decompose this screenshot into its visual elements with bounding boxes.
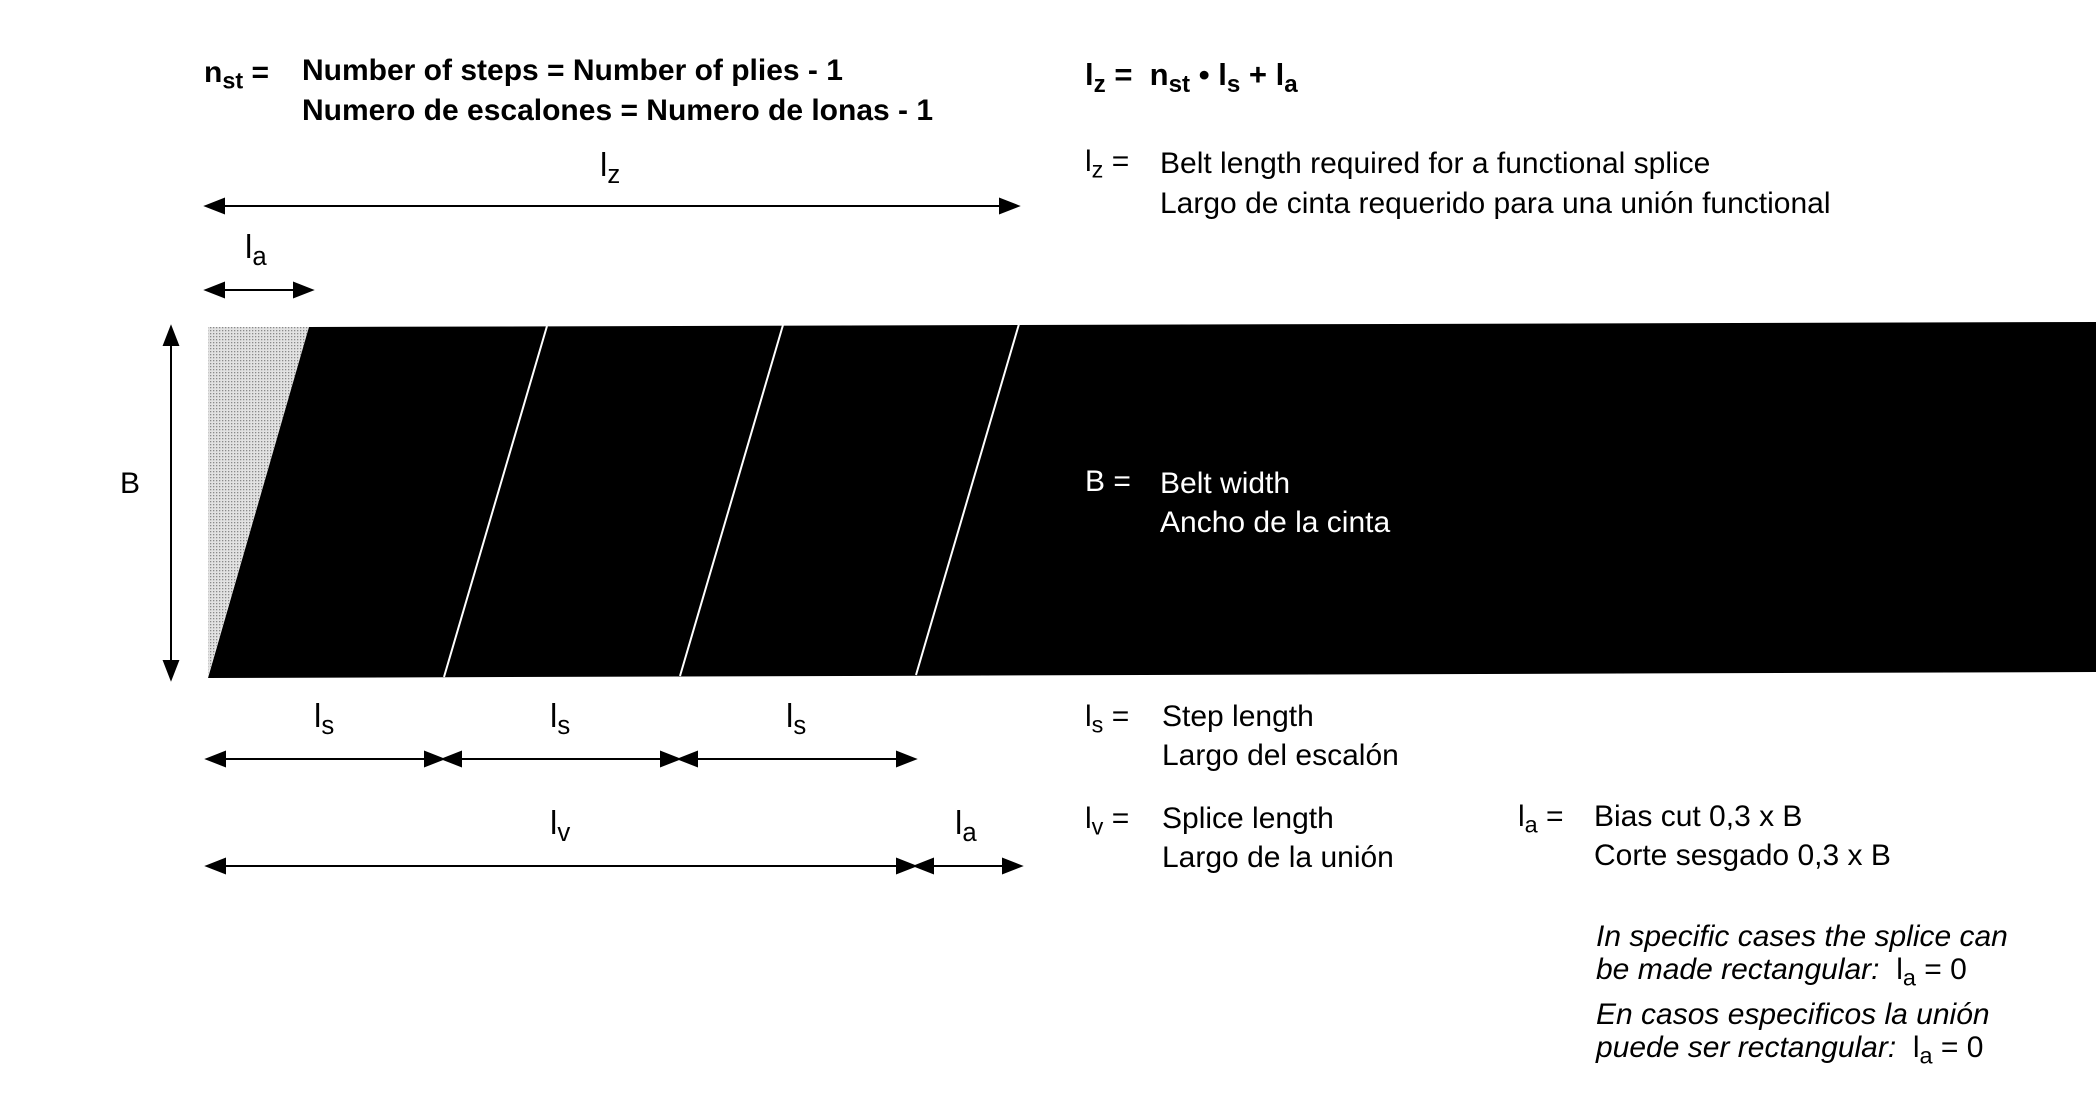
lv-def-en: Splice length [1162,802,1334,835]
b-label: B [120,467,141,500]
nst-symbol: nst = [204,56,269,94]
lz-def-es: Largo de cinta requerido para una unión … [1160,187,1831,220]
ls-label-1: ls [314,697,335,741]
b-dimension-arrow [162,324,180,682]
lz-def-en: Belt length required for a functional sp… [1160,147,1711,180]
ls-def-symbol: ls = [1085,700,1130,738]
ls-def-es: Largo del escalón [1162,739,1399,772]
la-bottom-dimension-arrow [912,857,1024,875]
la-def-symbol: la = [1518,800,1564,838]
note-es-line-2: puede ser rectangular: la = 0 [1596,1031,1984,1069]
ls-def-en: Step length [1162,700,1314,733]
lv-label: lv [550,804,571,848]
lz-label: lz [600,146,621,190]
nst-definition-en: Number of steps = Number of plies - 1 [302,54,843,87]
nst-definition-es: Numero de escalones = Numero de lonas - … [302,94,934,127]
belt-body [208,322,2096,678]
note-en-line-2: be made rectangular: la = 0 [1596,953,1967,991]
lz-def-symbol: lz = [1085,145,1130,183]
lv-def-symbol: lv = [1085,802,1130,840]
lv-def-es: Largo de la unión [1162,841,1394,874]
la-bottom-label: la [955,804,977,848]
la-label: la [245,228,267,272]
b-def-symbol: B = [1085,465,1131,498]
step-line-2 [679,324,784,677]
ls-dimension-arrow-1 [204,750,446,768]
ls-label-2: ls [550,697,571,741]
ls-dimension-arrow-2 [440,750,682,768]
la-def-en: Bias cut 0,3 x B [1594,800,1803,833]
bias-cut-area [208,327,309,676]
la-dimension-arrow [203,281,315,299]
lv-dimension-arrow [204,857,918,875]
note-es-line-1: En casos especificos la unión [1596,998,1990,1031]
b-def-es: Ancho de la cinta [1160,506,1391,539]
lz-dimension-arrow [203,197,1021,215]
b-def-en: Belt width [1160,467,1291,500]
lz-formula: lz = nst • ls + la [1085,57,1298,98]
ls-dimension-arrow-3 [676,750,918,768]
ls-label-3: ls [786,697,807,741]
step-line-1 [443,325,548,678]
step-line-3 [915,323,1020,676]
note-en-line-1: In specific cases the splice can [1596,920,2008,953]
la-def-es: Corte sesgado 0,3 x B [1594,839,1891,872]
